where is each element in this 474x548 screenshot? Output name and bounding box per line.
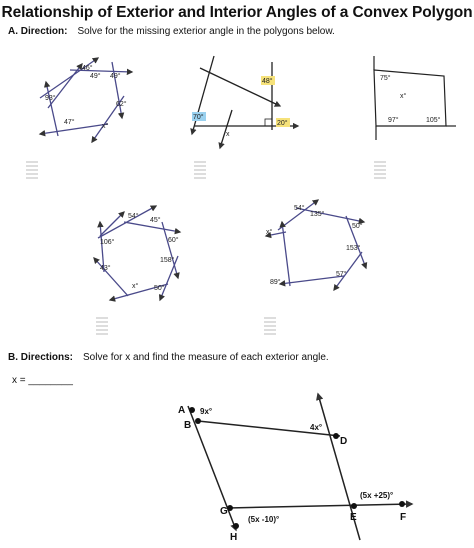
fig3-angle-4: 105° (426, 116, 441, 124)
figure-1-heptagon (38, 57, 134, 144)
fig2-angle-1: 48° (262, 77, 273, 85)
angle-5x-plus-25: (5x +25)° (360, 491, 393, 500)
point-e-label: E (350, 512, 357, 523)
fig4-angle-3: 106° (100, 238, 115, 246)
fig4-angle-2: 45° (150, 216, 161, 224)
fig3-answer-lines (374, 161, 386, 179)
point-d-label: D (340, 436, 347, 447)
angle-5x-minus-10: (5x -10)° (248, 515, 279, 524)
section-b-direction: B. Directions: Solve for x and find the m… (8, 352, 329, 363)
section-a-direction: A. Direction: Solve for the missing exter… (8, 26, 335, 37)
fig2-angle-3: 20° (277, 119, 288, 127)
fig1-angle-2: 49° (90, 72, 101, 80)
fig4-angle-6: 43° (100, 264, 111, 272)
fig5-angle-1: 54° (294, 204, 305, 212)
point-a-label: A (178, 405, 185, 416)
point-g-label: G (220, 506, 228, 517)
section-b-instruction: Solve for x and find the measure of each… (83, 352, 329, 363)
fig3-angle-1: 75° (380, 74, 391, 82)
fig1-angle-7: x° (102, 122, 109, 130)
fig2-angle-2: 70° (193, 113, 204, 121)
angle-9x: 9x° (200, 407, 212, 416)
fig5-angle-2: 135° (310, 210, 325, 218)
section-b-label: B. Directions: (8, 352, 74, 363)
fig5-answer-lines (264, 317, 276, 335)
fig3-angle-2: x° (400, 92, 407, 100)
fig4-angle-8: 50° (154, 284, 165, 292)
fig3-angle-3: 97° (388, 116, 399, 124)
fig4-angle-7: x° (132, 282, 139, 290)
fig1-answer-lines (26, 161, 38, 179)
section-b-figure (187, 392, 414, 541)
fig1-angle-1: 46° (82, 64, 93, 72)
fig1-angle-3: 49° (110, 72, 121, 80)
figure-2-quadrilateral (190, 55, 300, 150)
section-a-instruction: Solve for the missing exterior angle in … (77, 26, 335, 37)
fig2-answer-lines (194, 161, 206, 179)
page-title: Relationship of Exterior and Interior An… (1, 4, 473, 21)
fig1-angle-5: 62° (116, 100, 127, 108)
section-b-points (189, 407, 405, 529)
point-f-label: F (400, 512, 406, 523)
fig5-angle-7: x° (266, 228, 273, 236)
x-answer-blank[interactable]: x = ________ (12, 375, 73, 386)
figure-4-octagon (93, 205, 182, 302)
figure-3-quadrilateral (373, 56, 456, 140)
fig4-angle-5: 158° (160, 256, 175, 264)
fig4-angle-1: 54° (128, 212, 139, 220)
point-b-label: B (184, 420, 191, 431)
point-h-label: H (230, 532, 237, 543)
section-a-label: A. Direction: (8, 26, 68, 37)
fig2-angle-4: x (226, 131, 230, 138)
fig5-angle-6: 57° (336, 270, 347, 278)
figure-5-heptagon (264, 199, 368, 292)
fig5-angle-3: 50° (352, 222, 363, 230)
fig1-angle-6: 47° (64, 118, 75, 126)
fig4-answer-lines (96, 317, 108, 335)
angle-4x: 4x° (310, 423, 322, 432)
fig5-angle-4: 153° (346, 244, 361, 252)
fig4-angle-4: 60° (168, 236, 179, 244)
fig5-angle-5: 89° (270, 278, 281, 286)
fig1-angle-4: 93° (45, 94, 56, 102)
